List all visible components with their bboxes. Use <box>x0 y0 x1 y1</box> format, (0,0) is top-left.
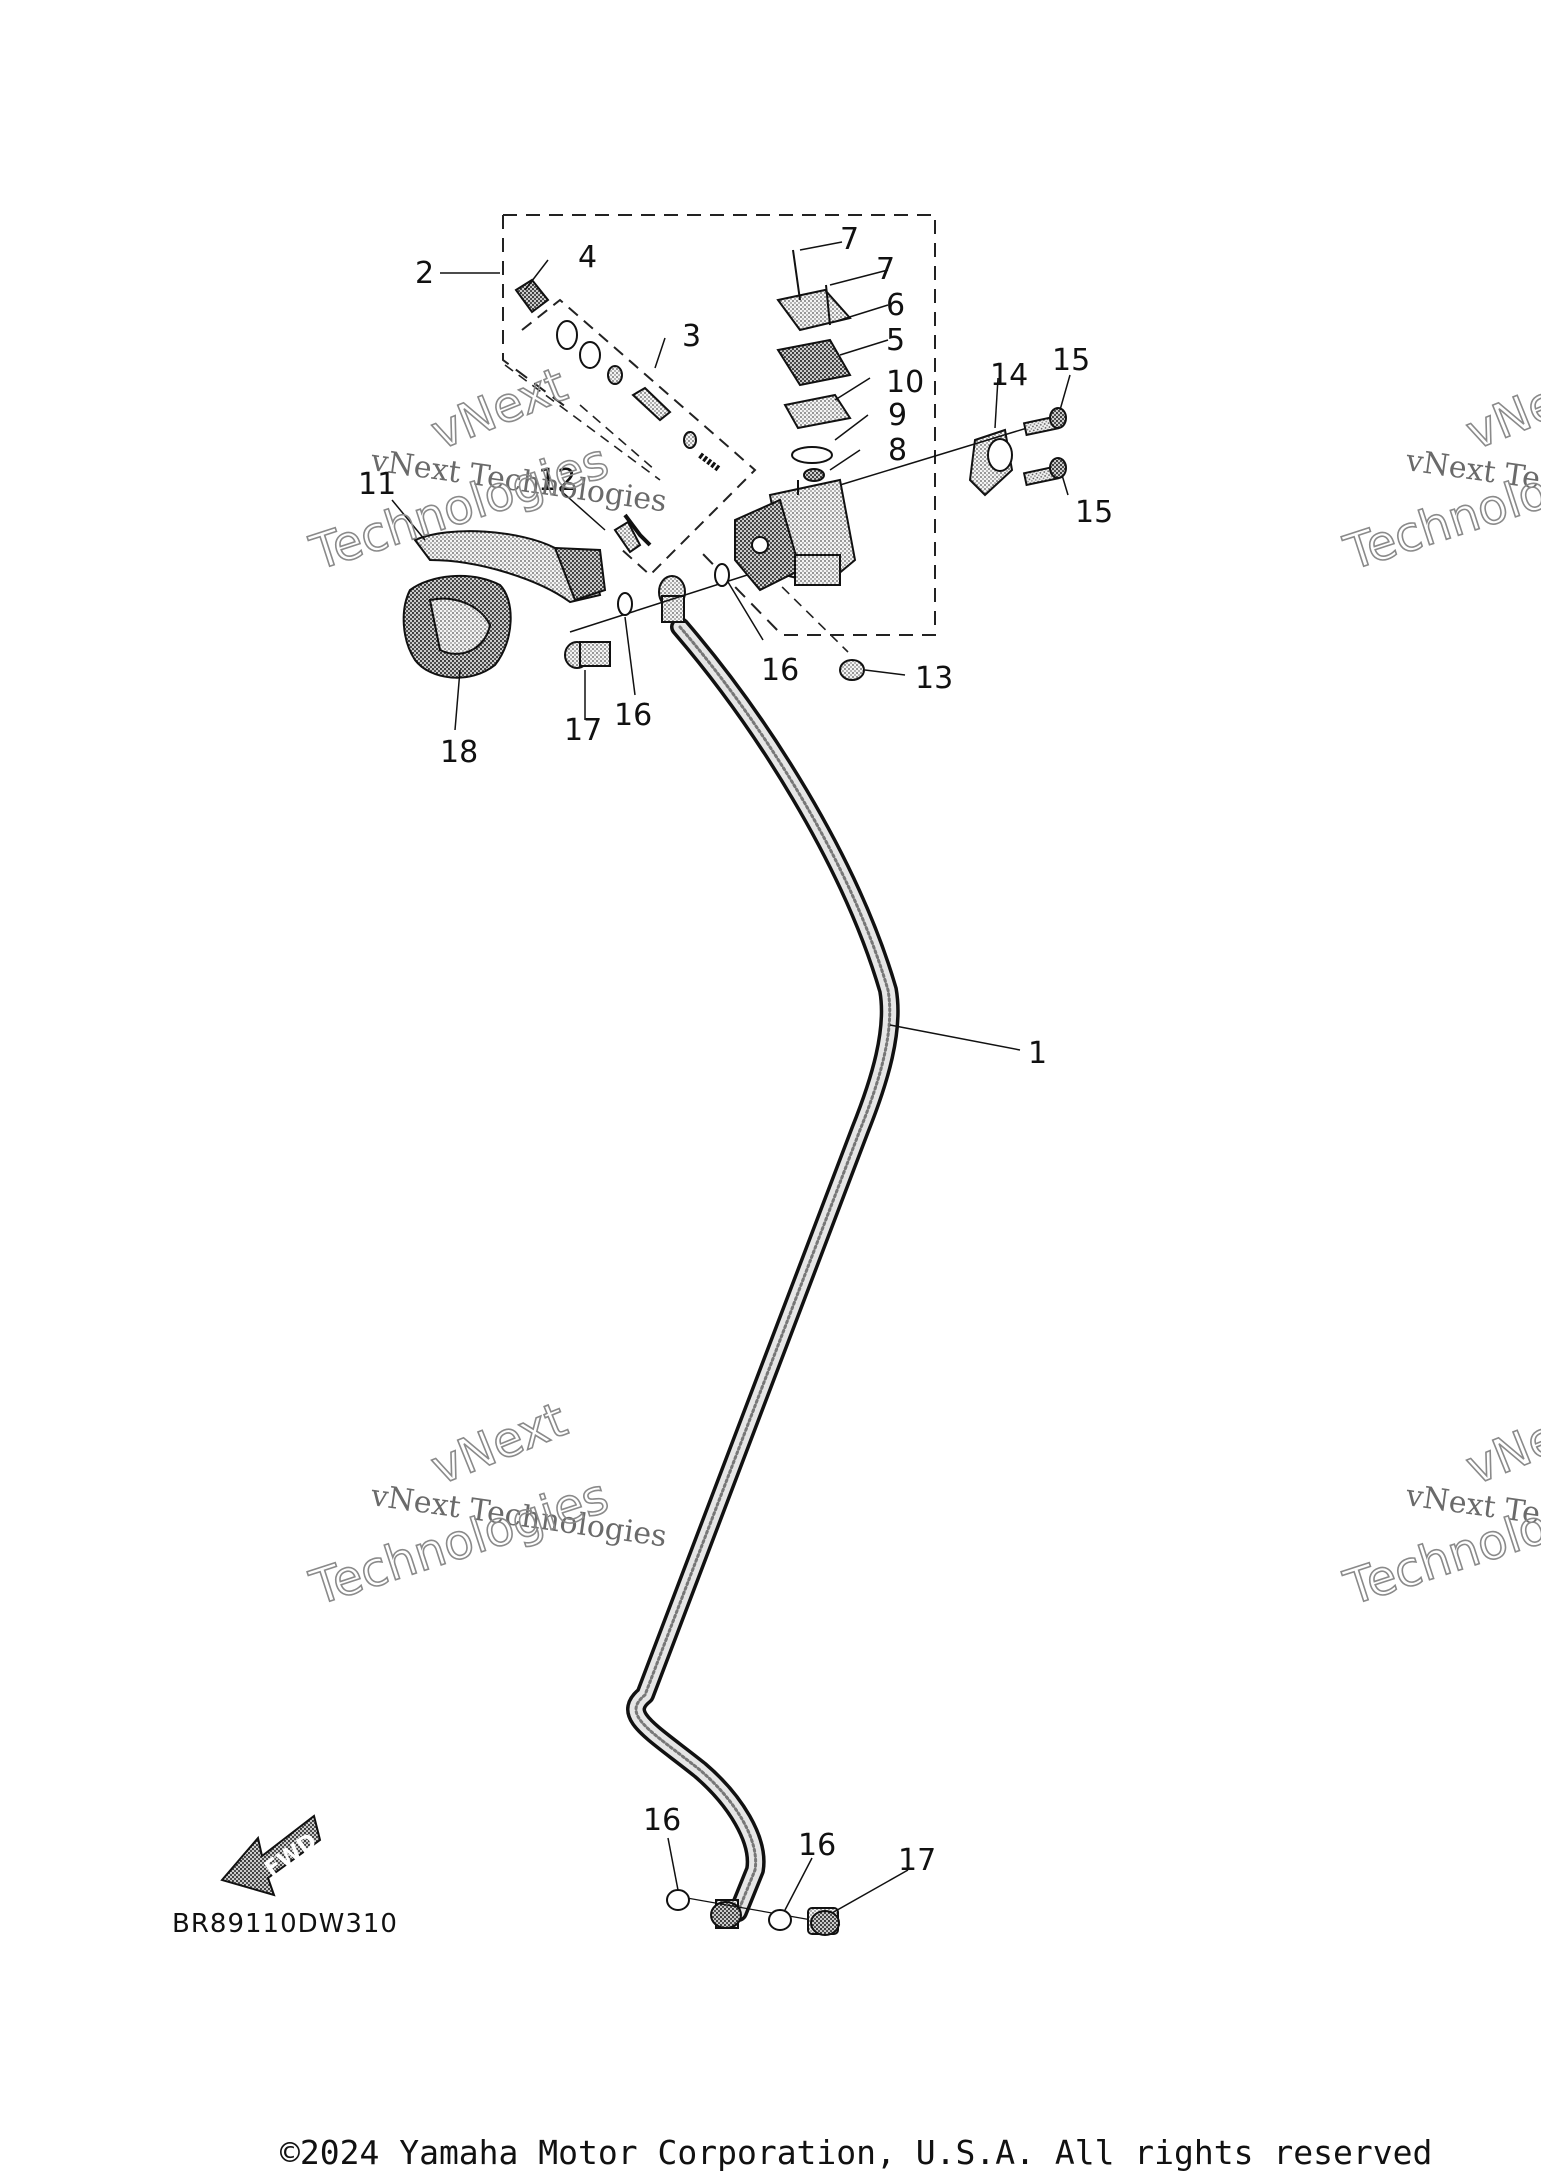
callout-1: 1 <box>1028 1036 1047 1071</box>
watermark-2: vNext Technologies vNext Technologies <box>303 1391 669 1618</box>
master-cylinder-body <box>734 478 857 592</box>
callouts: 2 4 3 7 7 6 5 10 9 8 14 15 15 11 12 1 16… <box>172 222 1113 1939</box>
handlebar-clamp <box>968 428 1014 497</box>
clamp-bolt-a <box>1022 407 1067 437</box>
callout-17a: 17 <box>564 713 602 748</box>
callout-5: 5 <box>886 323 905 358</box>
callout-7b: 7 <box>876 252 895 287</box>
union-bolt-upper <box>564 641 611 669</box>
clamp-axis-line-a <box>839 417 1061 486</box>
callout-4: 4 <box>578 240 597 275</box>
callout-15a: 15 <box>1052 343 1090 378</box>
watermark-1-line2: vNext <box>424 357 575 461</box>
diagram-code: BR89110DW310 <box>172 1909 398 1939</box>
watermark-2-line2: vNext <box>424 1392 575 1496</box>
brake-hose <box>626 617 900 1922</box>
callout-8: 8 <box>888 433 907 468</box>
copper-washer-lower-b <box>768 1909 792 1931</box>
callout-9: 9 <box>888 398 907 433</box>
hose-banjo-lower <box>710 1899 742 1929</box>
leader-lines <box>391 241 1071 1914</box>
watermark-4: vNext Technologies vNext Technologies <box>1337 1391 1541 1618</box>
callout-10: 10 <box>886 365 924 400</box>
callout-6: 6 <box>886 288 905 323</box>
brake-lever <box>413 530 607 604</box>
callout-3: 3 <box>682 319 701 354</box>
watermark-4-line2: vNext <box>1459 1392 1541 1496</box>
callout-16d: 16 <box>798 1828 836 1863</box>
copper-washer-upper-a <box>617 592 633 616</box>
reservoir-stack <box>776 249 852 495</box>
watermark-3-line2: vNext <box>1459 357 1541 461</box>
piston-assembly <box>514 278 722 547</box>
callout-16a: 16 <box>761 653 799 688</box>
nut <box>839 659 865 681</box>
copper-washer-upper-b <box>714 563 730 587</box>
brake-switch <box>613 520 642 554</box>
copyright-notice: ©2024 Yamaha Motor Corporation, U.S.A. A… <box>280 2133 1433 2172</box>
watermark-3: vNext Technologies vNext Technologies <box>1337 356 1541 583</box>
union-bolt-lower <box>807 1907 840 1936</box>
callout-13: 13 <box>915 661 953 696</box>
callout-15b: 15 <box>1075 495 1113 530</box>
callout-16b: 16 <box>614 698 652 733</box>
piston-kit-boundary <box>521 298 757 577</box>
assembly-boundary <box>502 214 936 636</box>
copper-washer-lower-a <box>666 1889 690 1911</box>
callout-12: 12 <box>538 463 576 498</box>
callout-16c: 16 <box>643 1803 681 1838</box>
callout-18: 18 <box>440 735 478 770</box>
hose-banjo-upper <box>658 575 686 623</box>
callout-17b: 17 <box>898 1843 936 1878</box>
callout-11: 11 <box>358 467 396 502</box>
fwd-arrow: FWD <box>220 1814 322 1897</box>
callout-2: 2 <box>415 256 434 291</box>
clamp-bolt-b <box>1022 457 1067 487</box>
callout-7a: 7 <box>840 222 859 257</box>
leader-guides <box>504 364 849 653</box>
callout-14: 14 <box>990 358 1028 393</box>
lever-cover <box>402 574 512 679</box>
